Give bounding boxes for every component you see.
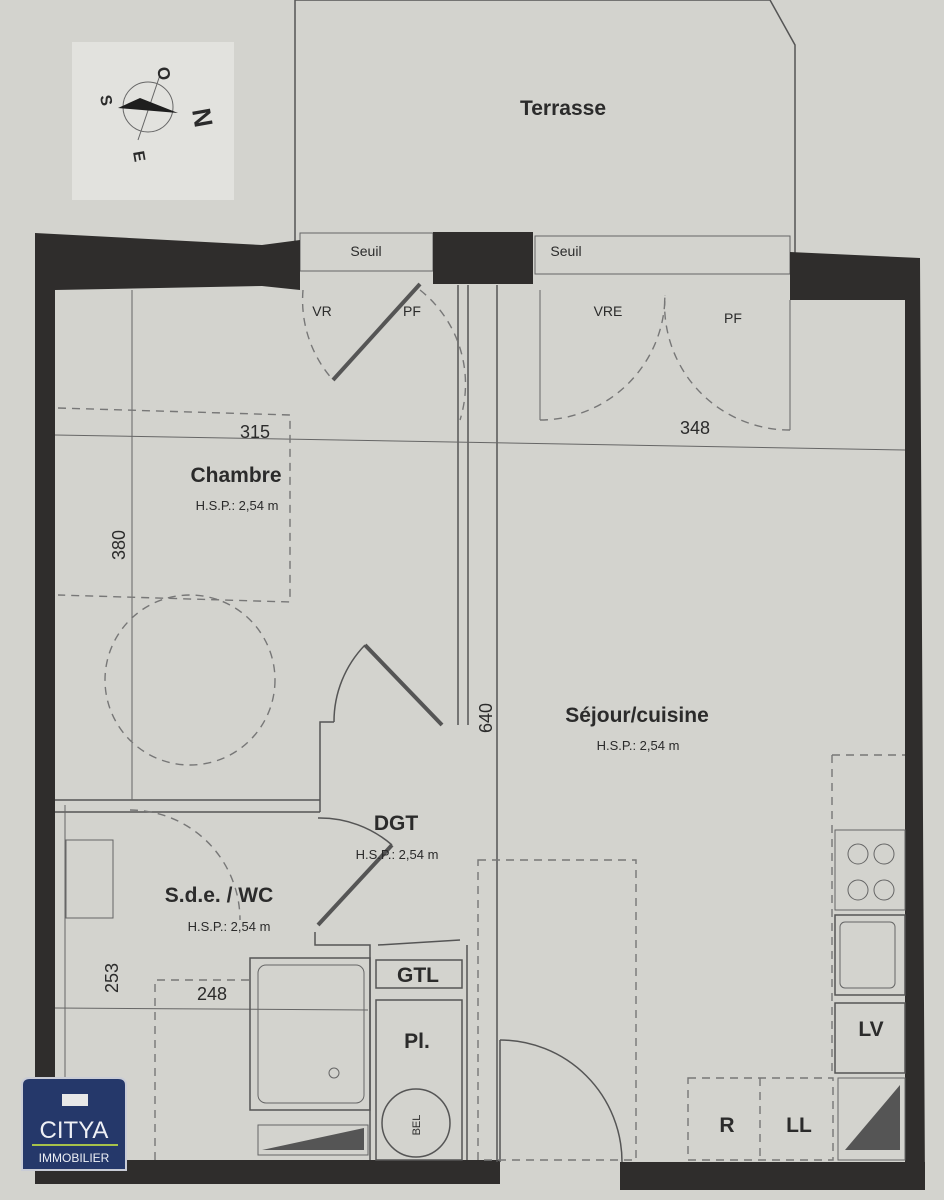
dim-sde-depth: 253 <box>102 963 122 993</box>
opening-vr-label: VR <box>312 303 331 319</box>
room-sde-hsp: H.S.P.: 2,54 m <box>188 919 271 934</box>
washbasin-icon <box>65 839 114 919</box>
compass-east-label: E <box>129 150 148 164</box>
logo-brand: CITYA <box>40 1117 109 1144</box>
compass-north-label: N <box>186 106 219 130</box>
fixtures <box>65 829 906 1161</box>
compass: O S N E <box>72 42 234 200</box>
threshold-right-label: Seuil <box>550 243 581 259</box>
compass-south-label: S <box>96 94 115 108</box>
dim-chambre-depth: 380 <box>109 530 129 560</box>
fixture-bel-label: BEL <box>411 1115 423 1136</box>
terrace: Terrasse Seuil Seuil <box>294 0 796 275</box>
logo-sub: IMMOBILIER <box>39 1151 110 1165</box>
dim-sejour-depth: 640 <box>476 703 496 733</box>
compass-west-label: O <box>153 65 174 81</box>
compass-needle-icon <box>118 98 178 113</box>
fixture-placard-label: Pl. <box>404 1030 430 1053</box>
opening-pf-right-label: PF <box>724 310 742 326</box>
room-sejour-name: Séjour/cuisine <box>565 704 709 727</box>
opening-vre-label: VRE <box>594 303 623 319</box>
room-dgt-hsp: H.S.P.: 2,54 m <box>356 847 439 862</box>
dim-sde-width: 248 <box>197 984 227 1004</box>
dim-sejour-width: 348 <box>680 418 710 438</box>
room-dgt-name: DGT <box>374 812 419 835</box>
opening-pf-left-label: PF <box>403 303 421 319</box>
furniture <box>57 407 905 1161</box>
exterior-walls <box>35 232 925 1190</box>
fixture-ll-label: LL <box>786 1114 812 1137</box>
room-chambre-hsp: H.S.P.: 2,54 m <box>196 498 279 513</box>
terrace-label: Terrasse <box>520 97 606 120</box>
fixture-gtl-label: GTL <box>397 964 439 987</box>
citya-logo: CITYA IMMOBILIER <box>21 1077 127 1171</box>
shower-icon <box>249 957 371 1111</box>
cooktop-icon <box>834 829 906 911</box>
interior-partitions <box>54 285 906 1162</box>
column-icon <box>62 1094 88 1106</box>
water-heater-icon <box>381 1088 451 1158</box>
fixture-r-label: R <box>719 1114 734 1137</box>
room-sejour-hsp: H.S.P.: 2,54 m <box>597 738 680 753</box>
fixture-lv-label: LV <box>858 1018 883 1041</box>
room-chambre-name: Chambre <box>190 464 281 487</box>
threshold-left-label: Seuil <box>350 243 381 259</box>
doors <box>104 282 791 1163</box>
labels: VR PF VRE PF 315 348 380 640 253 248 Cha… <box>102 303 884 1137</box>
room-sde-name: S.d.e. / WC <box>165 884 274 907</box>
sink-icon <box>834 914 906 996</box>
dim-chambre-width: 315 <box>240 422 270 442</box>
